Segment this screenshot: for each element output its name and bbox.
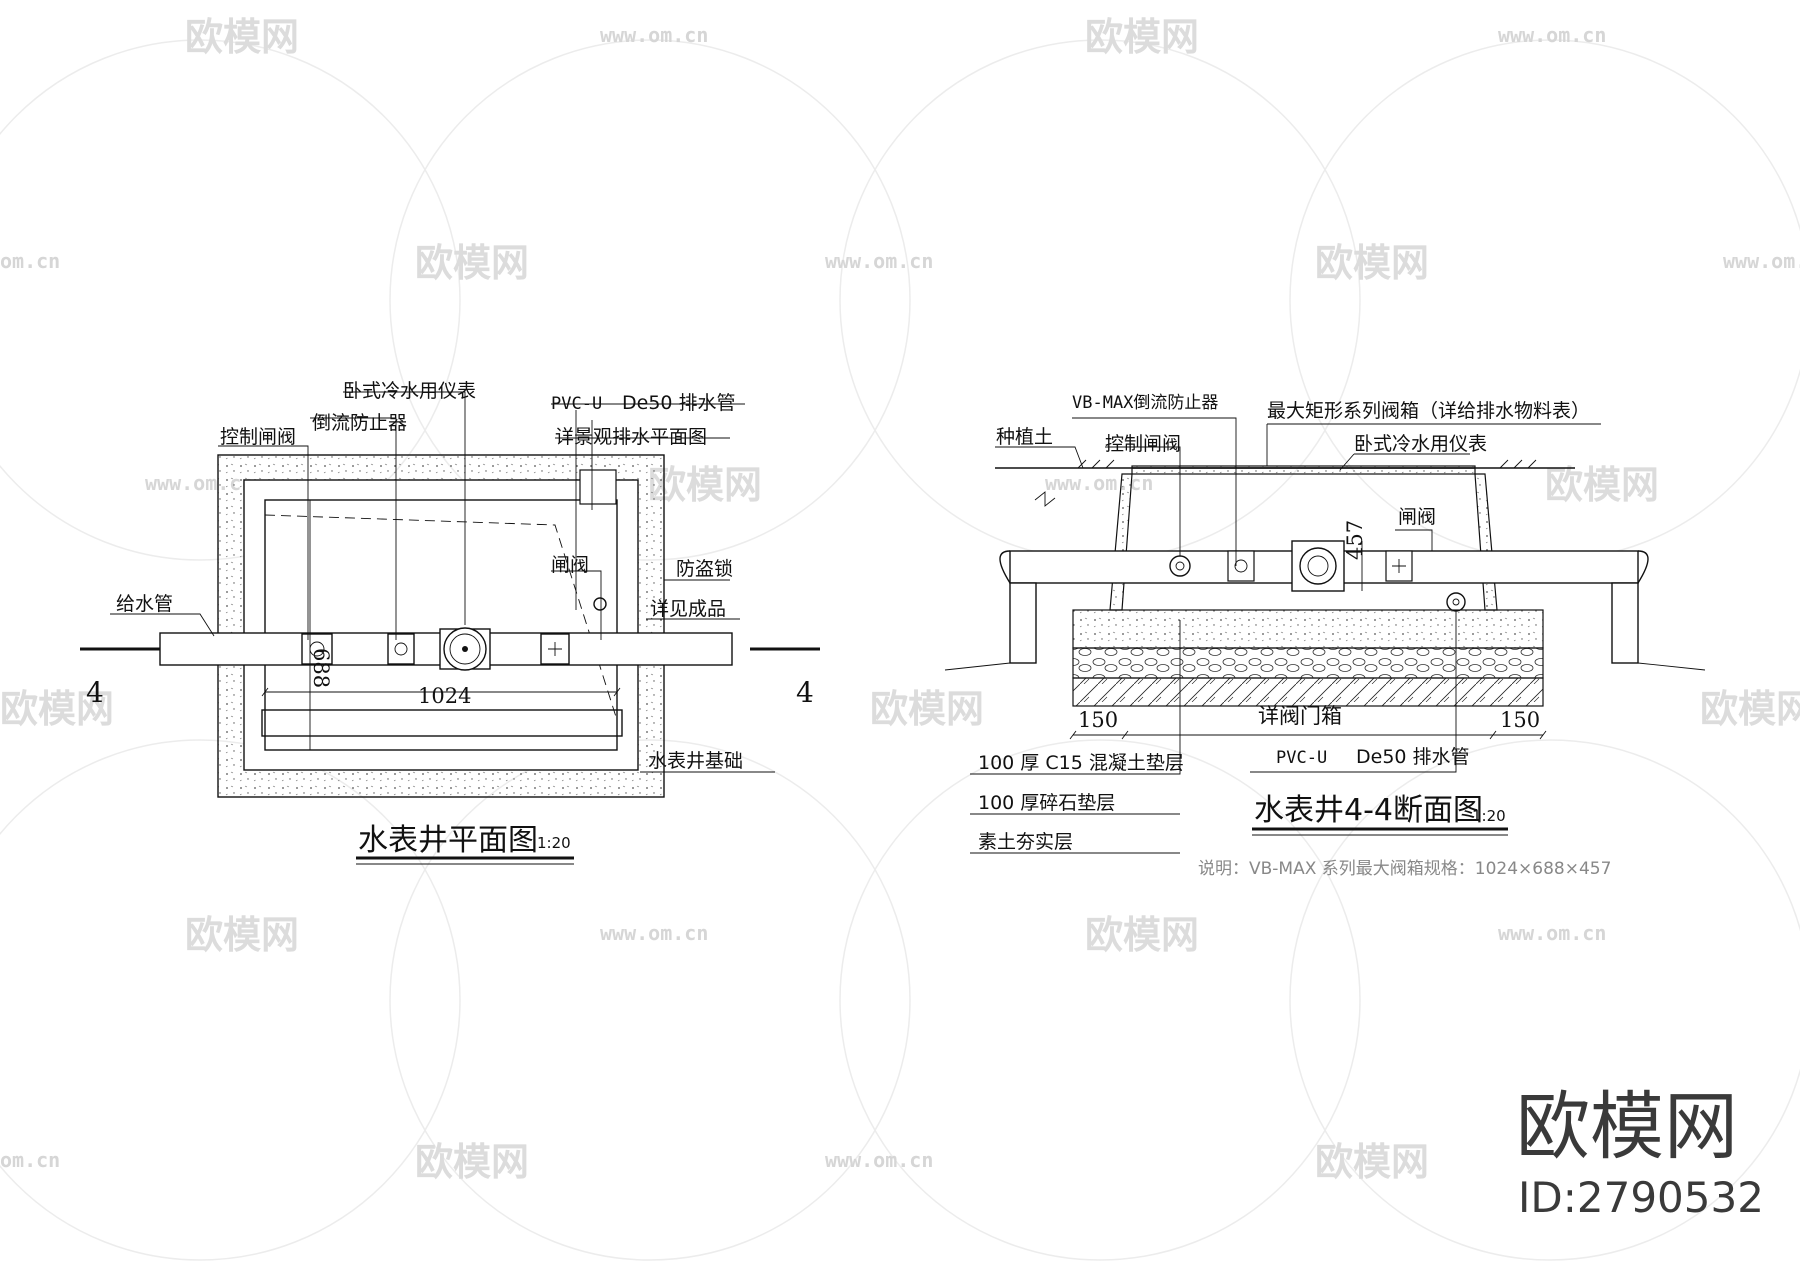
label-meter: 卧式冷水用仪表 [343,380,476,402]
valve-box-lid [1131,465,1476,475]
section-dim-150-right: 150 [1500,708,1540,732]
label-soil: 种植土 [996,426,1053,448]
watermark-brand: 欧模网 [185,913,299,957]
corner-brand-id: ID:2790532 [1518,1173,1764,1222]
watermark-url: www.om.cn [825,1148,933,1172]
label-vb-max: VB-MAX倒流防止器 [1072,393,1218,413]
section-backflow-preventer [1227,550,1255,582]
plan-dim-688: 688 [309,648,333,688]
valve-box-wall-right [1474,473,1498,611]
watermark-url: www.om.cn [1498,23,1606,47]
watermark-url: om.cn [0,249,60,273]
label-valve-box: 最大矩形系列阀箱（详给排水物料表） [1267,400,1590,422]
plan-valve-box [264,499,618,751]
label-see-product: 详见成品 [650,598,726,620]
label-backflow: 倒流防止器 [312,412,407,434]
watermark-brand: 欧模网 [1315,1140,1429,1184]
watermark-brand: 欧模网 [1085,913,1199,957]
watermark-url: www.om.cn [600,23,708,47]
plan-backflow-preventer [387,633,415,665]
watermark-brand: 欧模网 [185,15,299,59]
plan-scale: 1:20 [537,834,571,852]
label-control-valve: 控制闸阀 [220,426,296,448]
watermark-url: www.om.cn [1045,471,1153,495]
label-lock: 防盗锁 [676,558,733,580]
label-section-pvc: PVC-U [1276,748,1327,768]
label-pvc: PVC-U [551,394,602,414]
watermark-url: www.om.cn [1498,921,1606,945]
layer-earth [1072,677,1544,707]
label-section-gate-valve: 闸阀 [1398,506,1436,528]
label-layer-gravel: 100 厚碎石垫层 [978,792,1115,814]
watermark-url: www.om.cn [600,921,708,945]
label-foundation: 水表井基础 [648,750,743,772]
watermark-brand: 欧模网 [415,241,529,285]
watermark-brand: 欧模网 [415,1140,529,1184]
watermark-brand: 欧模网 [1700,687,1800,731]
corner-brand-name: 欧模网 [1516,1084,1738,1170]
plan-foundation-inner [243,479,639,771]
section-drain-outlet [1446,592,1466,612]
label-supply-pipe: 给水管 [116,593,173,615]
section-mark-left: 4 [86,676,104,709]
watermark-url: www.om.cn [1723,249,1800,273]
section-dim-457: 457 [1343,520,1367,560]
watermark-brand: 欧模网 [1545,463,1659,507]
watermark-brand: 欧模网 [1315,241,1429,285]
riser-right [1611,582,1639,664]
section-mark-right: 4 [796,676,814,709]
label-section-de50: De50 排水管 [1356,746,1470,768]
label-section-control-valve: 控制闸阀 [1105,433,1181,455]
section-scale: 1:20 [1472,807,1506,825]
section-title: 水表井4-4断面图 [1254,793,1483,828]
watermark-brand: 欧模网 [1085,15,1199,59]
section-note: 说明：VB-MAX 系列最大阀箱规格：1024×688×457 [1198,859,1611,879]
plan-title: 水表井平面图 [358,823,538,858]
plan-drain-outlet [579,469,617,505]
section-view: VB-MAX倒流防止器 最大矩形系列阀箱（详给排水物料表） 种植土 控制闸阀 卧… [944,393,1706,879]
label-layer-earth: 素土夯实层 [978,831,1073,853]
watermark-brand: 欧模网 [648,463,762,507]
plan-view: 4 4 1024 688 卧式冷水用仪表 PVC-U De50 排水管 倒流防止… [80,380,820,865]
watermark-url: om.cn [0,1148,60,1172]
plan-lock-icon [593,597,607,611]
section-dim-150-left: 150 [1078,708,1118,732]
watermark-brand: 欧模网 [0,687,114,731]
label-detail-drain: 详景观排水平面图 [555,426,707,448]
label-de50: De50 排水管 [622,392,736,414]
riser-left [1009,582,1037,664]
layer-gravel [1072,647,1544,679]
label-section-meter: 卧式冷水用仪表 [1354,433,1487,455]
label-gate-valve: 闸阀 [551,554,589,576]
plan-control-valve [301,633,333,665]
watermark-url: www.om.cn [825,249,933,273]
layer-concrete [1072,609,1544,649]
watermark-brand: 欧模网 [870,687,984,731]
section-detail-valve-box: 详阀门箱 [1258,704,1342,728]
plan-dim-1024: 1024 [418,684,471,708]
label-layer-concrete: 100 厚 C15 混凝土垫层 [978,752,1184,774]
